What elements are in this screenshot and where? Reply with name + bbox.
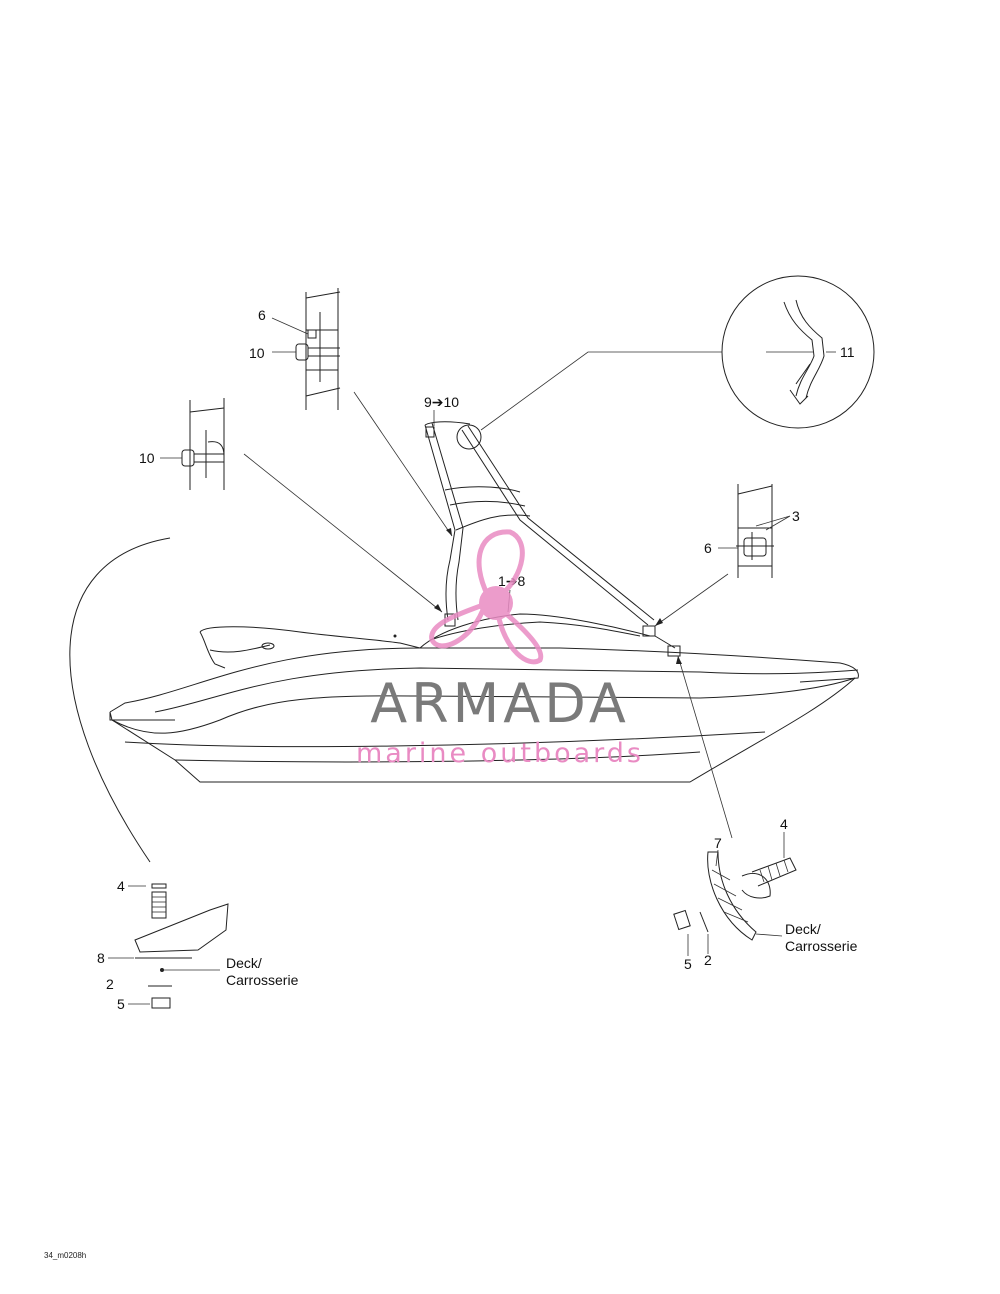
callout-6-right: 6: [704, 540, 712, 556]
hardware-left: [134, 883, 229, 1009]
callout-5-left: 5: [117, 996, 125, 1012]
callout-10-top: 10: [249, 345, 265, 361]
watermark-tagline: marine outboards: [356, 738, 644, 769]
diagram-code: 34_m0208h: [44, 1251, 86, 1260]
wakeboard-tower: [424, 421, 681, 657]
hardware-right: [673, 851, 797, 941]
callout-7-right: 7: [714, 835, 722, 851]
callout-2-right: 2: [704, 952, 712, 968]
callout-4-left: 4: [117, 878, 125, 894]
callout-9-10: 9➔10: [424, 394, 459, 410]
callout-4-right: 4: [780, 816, 788, 832]
detail-top-bracket: [295, 288, 341, 410]
propeller-logo-icon: [429, 529, 544, 665]
callout-labels: 6 10 10 9➔10 11 3 6 1➔8 4 8 2 5 4 7 5 2 …: [44, 307, 858, 1260]
callout-6-top: 6: [258, 307, 266, 323]
deck-label-left-line2: Carrosserie: [226, 972, 299, 988]
callout-10-left: 10: [139, 450, 155, 466]
callout-8-left: 8: [97, 950, 105, 966]
detail-right-bracket: [736, 484, 774, 578]
deck-label-left-line1: Deck/: [226, 955, 262, 971]
watermark-brand: ARMADA: [370, 672, 630, 735]
callout-5-right: 5: [684, 956, 692, 972]
leader-lines: [108, 317, 836, 1005]
armada-watermark: ARMADA marine outboards: [356, 529, 644, 769]
boat-hull: [69, 537, 859, 863]
deck-label-right-line1: Deck/: [785, 921, 821, 937]
deck-label-right-line2: Carrosserie: [785, 938, 858, 954]
callout-11: 11: [840, 344, 855, 360]
detail-left-bracket: [181, 398, 225, 490]
callout-2-left: 2: [106, 976, 114, 992]
callout-3: 3: [792, 508, 800, 524]
